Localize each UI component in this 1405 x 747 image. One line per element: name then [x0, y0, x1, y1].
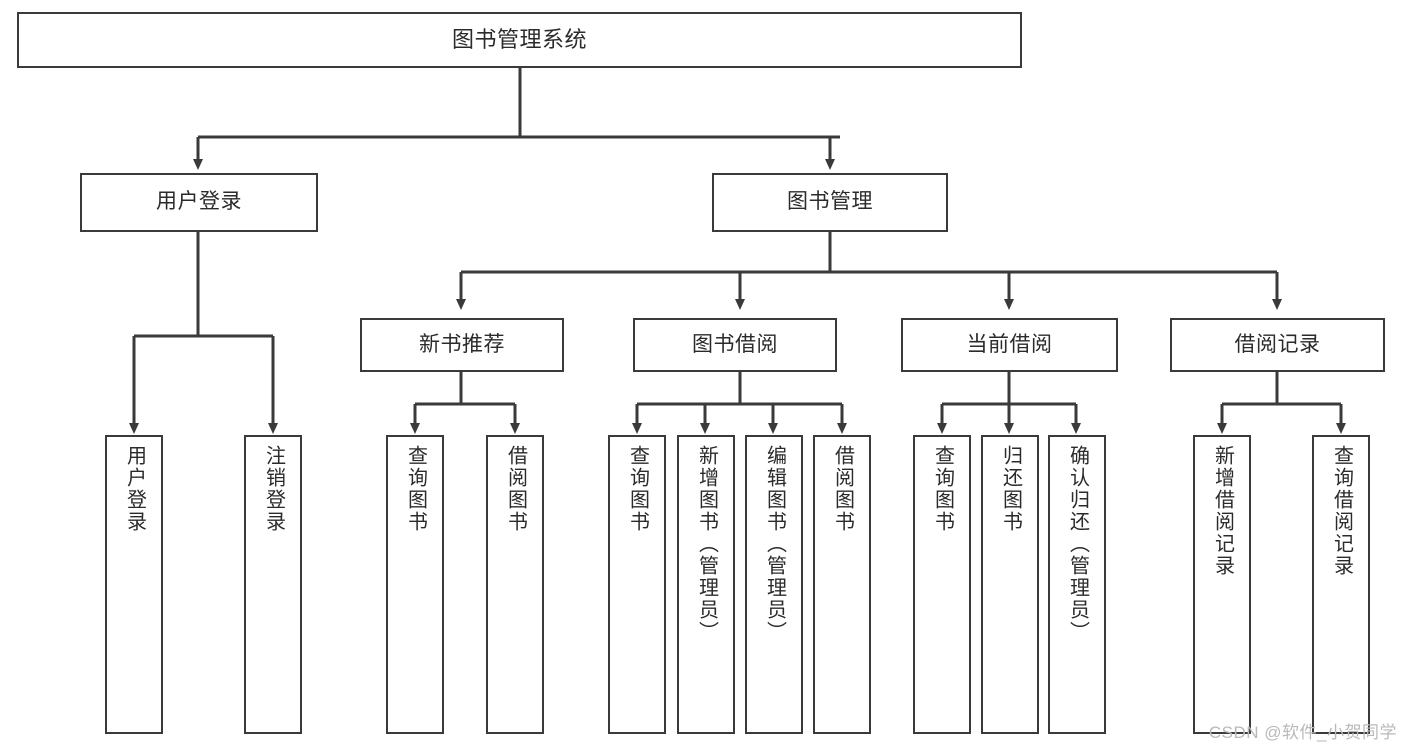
node-leaf-borrow-book-2-label: 借阅图书 — [831, 445, 854, 533]
node-root-label: 图书管理系统 — [451, 27, 587, 53]
node-leaf-query-book-3[interactable]: 查询图书 — [913, 435, 971, 734]
node-borrow-record-label: 借阅记录 — [1234, 332, 1321, 356]
node-leaf-borrow-book-2[interactable]: 借阅图书 — [813, 435, 871, 734]
node-leaf-return-book-label: 归还图书 — [999, 445, 1022, 533]
node-user-login[interactable]: 用户登录 — [80, 173, 318, 232]
watermark: CSDN @软件_小贺同学 — [1208, 723, 1397, 742]
node-leaf-confirm-return[interactable]: 确认归还（管理员） — [1048, 435, 1106, 734]
node-leaf-return-book[interactable]: 归还图书 — [981, 435, 1039, 734]
node-leaf-query-book-1-label: 查询图书 — [404, 445, 427, 533]
node-book-management[interactable]: 图书管理 — [712, 173, 948, 232]
node-leaf-add-book[interactable]: 新增图书（管理员） — [677, 435, 735, 734]
node-book-borrow[interactable]: 图书借阅 — [633, 318, 837, 372]
node-current-borrow[interactable]: 当前借阅 — [901, 318, 1118, 372]
node-leaf-borrow-book-1[interactable]: 借阅图书 — [486, 435, 544, 734]
node-leaf-add-book-label: 新增图书（管理员） — [695, 445, 718, 643]
node-leaf-query-book-2[interactable]: 查询图书 — [608, 435, 666, 734]
node-borrow-record[interactable]: 借阅记录 — [1170, 318, 1385, 372]
node-leaf-query-book-1[interactable]: 查询图书 — [386, 435, 444, 734]
node-leaf-user-login-label: 用户登录 — [123, 445, 146, 533]
node-book-borrow-label: 图书借阅 — [692, 332, 778, 356]
node-user-login-label: 用户登录 — [156, 190, 242, 214]
node-current-borrow-label: 当前借阅 — [966, 332, 1053, 356]
node-leaf-logout-login[interactable]: 注销登录 — [244, 435, 302, 734]
node-leaf-logout-login-label: 注销登录 — [262, 445, 285, 533]
node-leaf-add-record[interactable]: 新增借阅记录 — [1193, 435, 1251, 734]
node-leaf-query-book-2-label: 查询图书 — [626, 445, 649, 533]
node-book-management-label: 图书管理 — [787, 190, 873, 214]
node-leaf-query-book-3-label: 查询图书 — [931, 445, 954, 533]
node-new-book-recommend[interactable]: 新书推荐 — [360, 318, 564, 372]
node-leaf-add-record-label: 新增借阅记录 — [1211, 445, 1234, 577]
node-leaf-edit-book[interactable]: 编辑图书（管理员） — [745, 435, 803, 734]
node-leaf-user-login[interactable]: 用户登录 — [105, 435, 163, 734]
node-leaf-borrow-book-1-label: 借阅图书 — [504, 445, 527, 533]
node-leaf-confirm-return-label: 确认归还（管理员） — [1066, 445, 1089, 643]
node-root[interactable]: 图书管理系统 — [17, 12, 1022, 68]
node-leaf-edit-book-label: 编辑图书（管理员） — [763, 445, 786, 643]
node-leaf-query-record-label: 查询借阅记录 — [1330, 445, 1353, 577]
node-new-book-recommend-label: 新书推荐 — [419, 332, 505, 356]
node-leaf-query-record[interactable]: 查询借阅记录 — [1312, 435, 1370, 734]
